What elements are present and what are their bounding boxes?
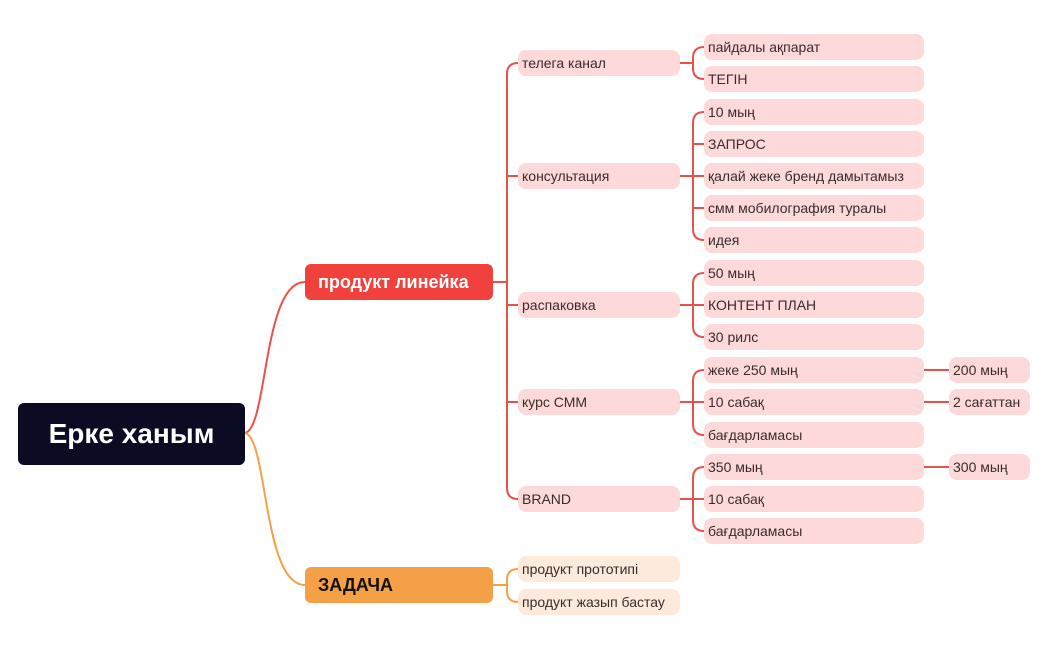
node-smm-course[interactable]: курс СММ (518, 389, 680, 415)
connector-root-product (243, 281, 306, 434)
node-brand-program[interactable]: бағдарламасы (704, 518, 924, 544)
node-course-lesson-duration[interactable]: 2 сағаттан (949, 389, 1030, 415)
node-brand-10-lessons[interactable]: 10 сабақ (704, 486, 924, 512)
node-unpacking-price[interactable]: 50 мың (704, 260, 924, 286)
branch-product-line[interactable]: продукт линейка (305, 264, 493, 300)
node-request[interactable]: ЗАПРОС (704, 131, 924, 157)
node-useful-info[interactable]: пайдалы ақпарат (704, 34, 924, 60)
node-unpacking[interactable]: распаковка (518, 292, 680, 318)
node-free[interactable]: ТЕГІН (704, 66, 924, 92)
node-product-prototype[interactable]: продукт прототипі (518, 556, 680, 582)
node-idea[interactable]: идея (704, 227, 924, 253)
connector-root-task (243, 432, 306, 586)
branch-task[interactable]: ЗАДАЧА (305, 567, 493, 603)
node-course-10-lessons[interactable]: 10 сабақ (704, 389, 924, 415)
node-course-alt-price[interactable]: 200 мың (949, 357, 1030, 383)
node-brand-alt-price[interactable]: 300 мың (949, 454, 1030, 480)
node-consultation-price[interactable]: 10 мың (704, 99, 924, 125)
node-consultation[interactable]: консультация (518, 163, 680, 189)
connector-product-spine-down (506, 281, 519, 500)
node-start-writing-product[interactable]: продукт жазып бастау (518, 589, 680, 615)
node-course-program[interactable]: бағдарламасы (704, 422, 924, 448)
node-brand-price[interactable]: 350 мың (704, 454, 924, 480)
node-telegram-channel[interactable]: телега канал (518, 50, 680, 76)
node-content-plan[interactable]: КОНТЕНТ ПЛАН (704, 292, 924, 318)
node-course-private-price[interactable]: жеке 250 мың (704, 357, 924, 383)
connector-product-spine-up (506, 62, 519, 283)
root-node[interactable]: Ерке ханым (18, 403, 245, 465)
node-brand[interactable]: BRAND (518, 486, 680, 512)
node-30-reels[interactable]: 30 рилс (704, 324, 924, 350)
node-personal-brand[interactable]: қалай жеке бренд дамытамыз (704, 163, 924, 189)
node-smm-mobilography[interactable]: смм мобилография туралы (704, 195, 924, 221)
